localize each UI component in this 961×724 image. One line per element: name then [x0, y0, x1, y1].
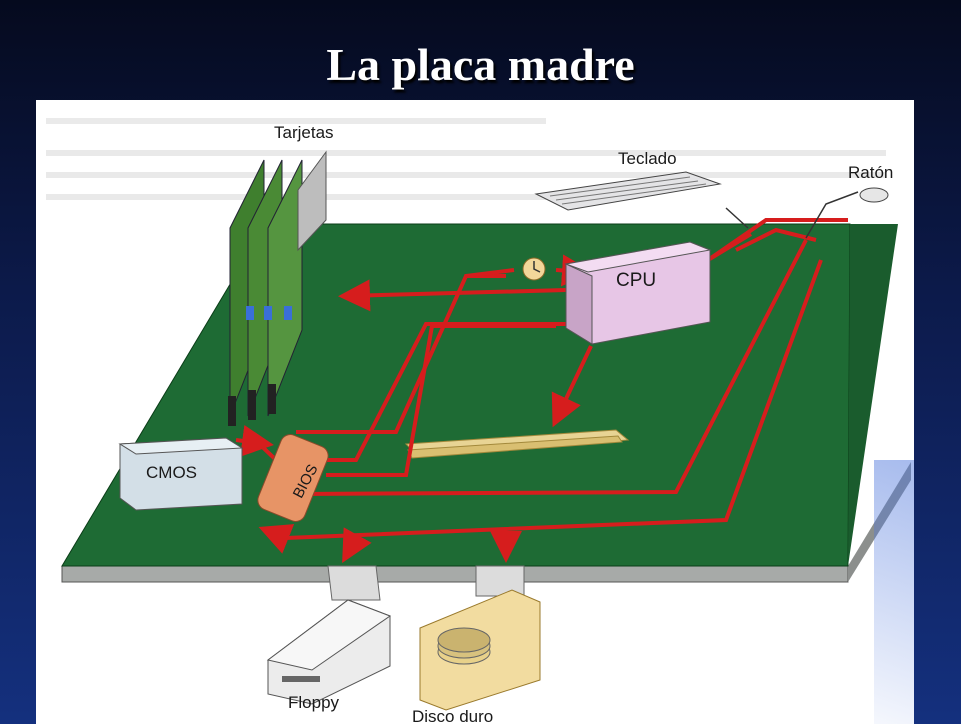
label-teclado: Teclado — [618, 149, 677, 168]
slide-title: La placa madre — [326, 39, 635, 90]
label-cmos: CMOS — [146, 463, 197, 482]
floppy-drive — [266, 565, 392, 705]
label-cpu: CPU — [616, 270, 656, 291]
panel-decoration — [874, 460, 914, 724]
peripheral-cables — [725, 191, 859, 239]
label-raton: Ratón — [848, 163, 893, 182]
label-floppy: Floppy — [288, 693, 340, 712]
bios-chip — [257, 434, 329, 522]
keyboard-device — [534, 171, 722, 211]
label-disco-duro: Disco duro — [412, 707, 493, 724]
clock-icon — [522, 257, 546, 281]
motherboard — [61, 223, 851, 567]
bus-traces — [235, 218, 848, 563]
background-text — [46, 118, 886, 200]
expansion-cards — [228, 150, 327, 426]
label-tarjetas: Tarjetas — [274, 123, 334, 142]
hard-disk-drive — [419, 565, 541, 711]
mouse-device — [859, 187, 889, 203]
cmos-chip — [118, 437, 244, 511]
cpu-chip — [564, 241, 712, 345]
diagram-canvas: Tarjetas Teclado Ratón CPU CMOS BIOS Flo… — [46, 118, 911, 724]
motherboard-diagram: Tarjetas Teclado Ratón CPU CMOS BIOS Flo… — [36, 100, 914, 724]
